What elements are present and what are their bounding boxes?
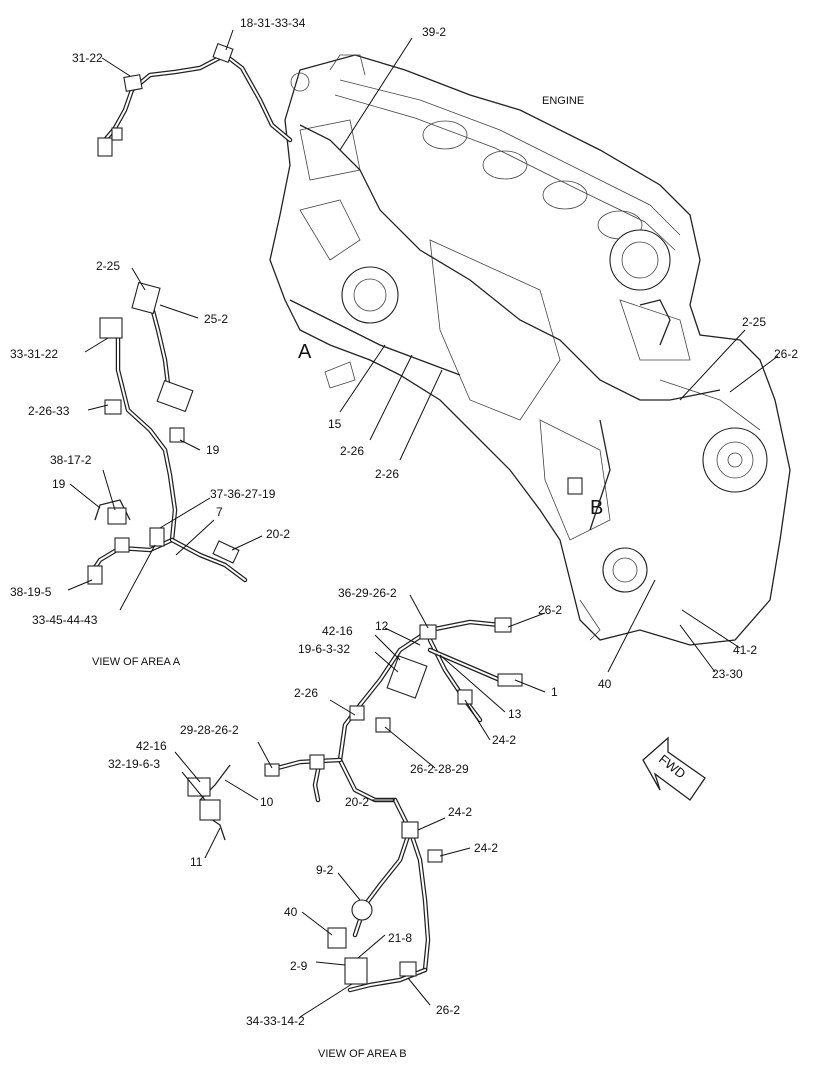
callout-1: 1 bbox=[551, 685, 558, 699]
callout-20-2-area-b: 20-2 bbox=[345, 795, 369, 809]
callout-36-29-26-2: 36-29-26-2 bbox=[338, 586, 397, 600]
callout-9-2: 9-2 bbox=[316, 863, 334, 877]
leader-lines bbox=[67, 29, 779, 1018]
callout-labels: 18-31-33-34 39-2 31-22 ENGINE 2-25 25-2 … bbox=[10, 16, 798, 1060]
area-markers bbox=[324, 361, 583, 495]
callout-12: 12 bbox=[375, 619, 389, 633]
callout-24-2-area-b-mid: 24-2 bbox=[448, 805, 472, 819]
area-a-marker: A bbox=[298, 341, 312, 363]
callout-2-9: 2-9 bbox=[290, 959, 308, 973]
callout-23-30: 23-30 bbox=[712, 667, 743, 681]
forward-arrow bbox=[642, 736, 706, 801]
callout-2-25-area-a: 2-25 bbox=[96, 259, 120, 273]
callout-15: 15 bbox=[328, 417, 342, 431]
callout-31-22: 31-22 bbox=[72, 51, 103, 65]
callout-2-26-area-b: 2-26 bbox=[294, 686, 318, 700]
callout-40-engine: 40 bbox=[598, 677, 612, 691]
callout-26-2-28-29: 26-2-28-29 bbox=[410, 762, 469, 776]
callout-7: 7 bbox=[216, 505, 223, 519]
callout-18-31-33-34: 18-31-33-34 bbox=[240, 16, 306, 30]
callout-19-b: 19 bbox=[52, 477, 66, 491]
top-harness bbox=[97, 42, 293, 157]
callout-21-8: 21-8 bbox=[388, 931, 412, 945]
callout-32-19-6-3: 32-19-6-3 bbox=[108, 757, 160, 771]
area-a-harness bbox=[87, 281, 248, 585]
callout-20-2-area-a: 20-2 bbox=[266, 527, 290, 541]
area-b-harness bbox=[187, 617, 523, 993]
callout-38-19-5: 38-19-5 bbox=[10, 585, 52, 599]
callout-26-2-engine: 26-2 bbox=[774, 347, 798, 361]
callout-42-16-area-b: 42-16 bbox=[322, 624, 353, 638]
callout-42-16-sensor: 42-16 bbox=[136, 739, 167, 753]
callout-26-2-area-b-bottom: 26-2 bbox=[436, 1003, 460, 1017]
callout-38-17-2: 38-17-2 bbox=[50, 453, 92, 467]
callout-41-2: 41-2 bbox=[733, 643, 757, 657]
callout-10: 10 bbox=[260, 795, 274, 809]
area-b-marker: B bbox=[590, 497, 603, 519]
callout-34-33-14-2: 34-33-14-2 bbox=[246, 1014, 305, 1028]
callout-26-2-area-b-top: 26-2 bbox=[538, 603, 562, 617]
callout-11: 11 bbox=[190, 855, 203, 869]
callout-2-25-engine: 2-25 bbox=[742, 315, 766, 329]
callout-2-26-a: 2-26 bbox=[340, 444, 364, 458]
callout-39-2: 39-2 bbox=[422, 25, 446, 39]
callout-33-45-44-43: 33-45-44-43 bbox=[32, 613, 98, 627]
callout-24-2-area-b-low: 24-2 bbox=[474, 841, 498, 855]
callout-19-6-3-32: 19-6-3-32 bbox=[298, 642, 350, 656]
callout-37-36-27-19: 37-36-27-19 bbox=[210, 487, 276, 501]
callout-2-26-b: 2-26 bbox=[375, 467, 399, 481]
view-of-area-a-caption: VIEW OF AREA A bbox=[92, 656, 181, 668]
fwd-label: FWD bbox=[656, 751, 689, 781]
callout-40-area-b: 40 bbox=[284, 905, 298, 919]
callout-33-31-22: 33-31-22 bbox=[10, 347, 58, 361]
callout-29-28-26-2: 29-28-26-2 bbox=[180, 723, 239, 737]
engine-illustration bbox=[269, 54, 791, 646]
callout-13: 13 bbox=[508, 707, 522, 721]
callout-2-26-33: 2-26-33 bbox=[28, 404, 70, 418]
view-of-area-b-caption: VIEW OF AREA B bbox=[318, 1048, 407, 1060]
callout-25-2: 25-2 bbox=[204, 312, 228, 326]
engine-caption: ENGINE bbox=[542, 95, 584, 107]
callout-19-a: 19 bbox=[206, 443, 220, 457]
callout-24-2-area-b-top: 24-2 bbox=[492, 733, 516, 747]
